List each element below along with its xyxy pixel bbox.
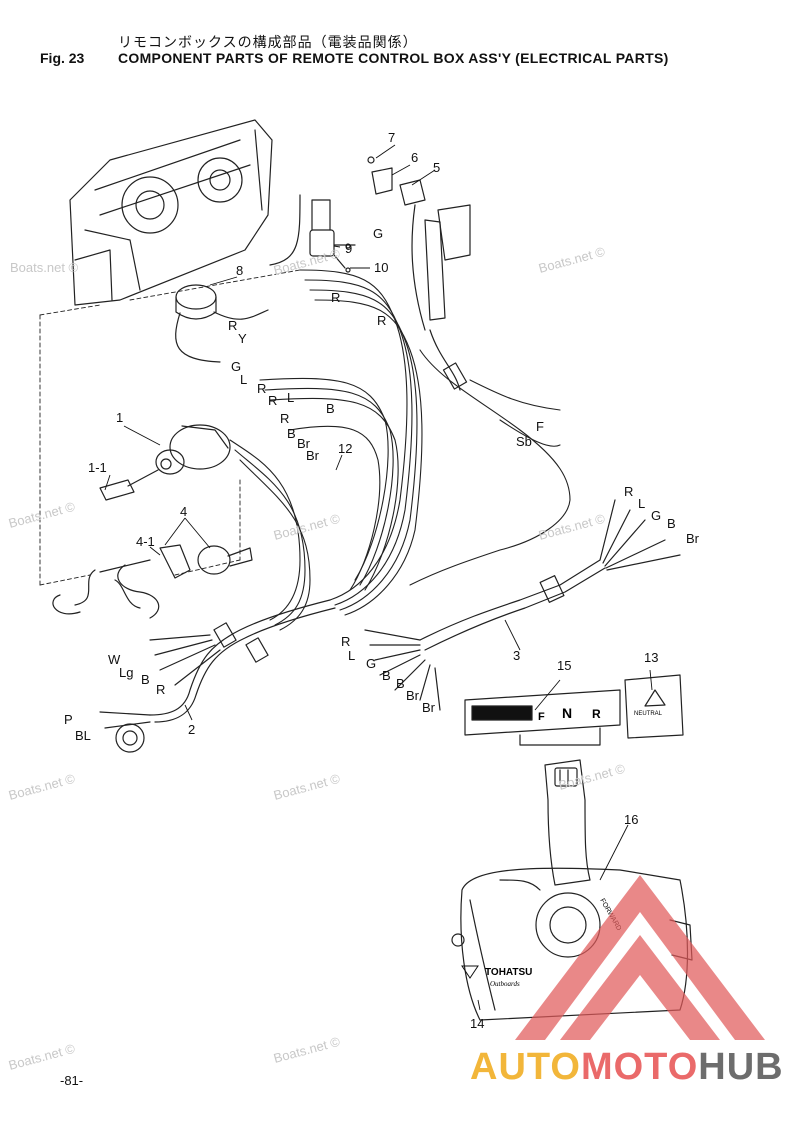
callout-1: 1 — [116, 410, 123, 425]
wire-label: Sb — [516, 434, 532, 449]
wire-label: G — [231, 359, 241, 374]
callout-4: 4 — [180, 504, 187, 519]
watermark-text: Boats.net © — [7, 1041, 77, 1073]
remote-control-box-housing — [69, 119, 273, 306]
watermark-text: Boats.net © — [272, 246, 342, 278]
part-1-main-switch — [99, 424, 231, 501]
callout-1-1: 1-1 — [88, 460, 107, 475]
wire-label: Br — [306, 448, 320, 463]
callout-6: 6 — [411, 150, 418, 165]
wire-label: Br — [686, 531, 700, 546]
callout-13: 13 — [644, 650, 658, 665]
watermark-text: Boats.net © — [7, 771, 77, 803]
tohatsu-logo-icon — [461, 965, 479, 979]
callout-9: 9 — [345, 241, 352, 256]
plate-f-label: F — [538, 711, 545, 723]
wire-label: R — [280, 411, 289, 426]
main-wire-bundle — [229, 269, 571, 631]
wire-color-labels: G R R R Y G L R R L B R B Br Br F Sb R L… — [64, 226, 700, 743]
part-13-neutral-plate — [624, 674, 684, 739]
callout-numbers: 7 6 5 8 9 10 1 1-1 4 4-1 12 3 15 13 16 2… — [88, 130, 658, 1031]
wire-label: G — [366, 656, 376, 671]
wire-label: G — [651, 508, 661, 523]
wire-label: Y — [238, 331, 247, 346]
outboards-text: Outboards — [490, 980, 520, 988]
callout-leaders — [104, 144, 653, 1011]
wire-label: L — [240, 372, 247, 387]
wire-label: L — [348, 648, 355, 663]
watermark-text: Boats.net © — [272, 771, 342, 803]
callout-10: 10 — [374, 260, 388, 275]
watermark-text: Boats.net © — [10, 260, 79, 275]
wire-label: R — [268, 393, 277, 408]
watermarks: Boats.net © Boats.net © Boats.net © Boat… — [7, 244, 627, 1073]
wire-label: R — [228, 318, 237, 333]
plate-n-label: N — [562, 705, 572, 721]
wire-label: B — [287, 426, 296, 441]
wire-label: Lg — [119, 665, 133, 680]
part-4-emergency-switch — [52, 544, 253, 619]
tohatsu-logo-text: TOHATSU — [485, 967, 532, 978]
callout-7: 7 — [388, 130, 395, 145]
callout-3: 3 — [513, 648, 520, 663]
callout-4-1: 4-1 — [136, 534, 155, 549]
watermark-text: Boats.net © — [557, 761, 627, 793]
watermark-text: Boats.net © — [7, 499, 77, 531]
wire-label: Br — [297, 436, 311, 451]
wire-label: B — [141, 672, 150, 687]
wire-label: B — [396, 676, 405, 691]
automotohub-logo-graphic — [515, 875, 765, 1040]
japanese-title: リモコンボックスの構成部品（電装品関係） — [118, 35, 418, 51]
wire-label: W — [108, 652, 121, 667]
plate-r-label: R — [592, 707, 601, 721]
wire-label: R — [341, 634, 350, 649]
neutral-plate-label: NEUTRAL — [634, 711, 663, 717]
watermark-text: Boats.net © — [272, 511, 342, 543]
wire-label: R — [257, 381, 266, 396]
part-8-buzzer — [175, 284, 269, 363]
wire-label: R — [377, 313, 386, 328]
wire-label: G — [373, 226, 383, 241]
part-2-harness — [99, 599, 336, 753]
callout-5: 5 — [433, 160, 440, 175]
automotohub-logo-text: AUTOMOTOHUB — [470, 1046, 784, 1089]
wire-label: R — [331, 290, 340, 305]
part-3-harness — [364, 499, 681, 711]
wire-label: R — [156, 682, 165, 697]
wire-label: L — [638, 496, 645, 511]
callout-8: 8 — [236, 263, 243, 278]
watermark-text: Boats.net © — [537, 244, 607, 276]
callout-15: 15 — [557, 658, 571, 673]
callout-2: 2 — [188, 722, 195, 737]
wire-label: L — [287, 390, 294, 405]
wire-label: F — [536, 419, 544, 434]
wire-label: B — [326, 401, 335, 416]
figure-number: Fig. 23 — [40, 50, 85, 66]
wire-label: Br — [422, 700, 436, 715]
callout-12: 12 — [338, 441, 352, 456]
callout-14: 14 — [470, 1016, 484, 1031]
wire-label: P — [64, 712, 73, 727]
part-9-relay — [269, 194, 356, 273]
logo-auto: AUTO — [470, 1046, 581, 1088]
wire-label: R — [624, 484, 633, 499]
page-number: -81- — [60, 1073, 84, 1088]
watermark-text: Boats.net © — [537, 511, 607, 543]
figure-title: COMPONENT PARTS OF REMOTE CONTROL BOX AS… — [118, 50, 669, 66]
wire-label: B — [382, 668, 391, 683]
part-16-control-lever — [544, 759, 591, 886]
callout-16: 16 — [624, 812, 638, 827]
watermark-text: Boats.net © — [272, 1034, 342, 1066]
wire-label: Br — [406, 688, 420, 703]
logo-hub: HUB — [698, 1046, 784, 1088]
wire-label: BL — [75, 728, 91, 743]
part-15-indicator-plate — [464, 689, 621, 746]
logo-moto: MOTO — [580, 1046, 699, 1088]
wire-label: B — [667, 516, 676, 531]
